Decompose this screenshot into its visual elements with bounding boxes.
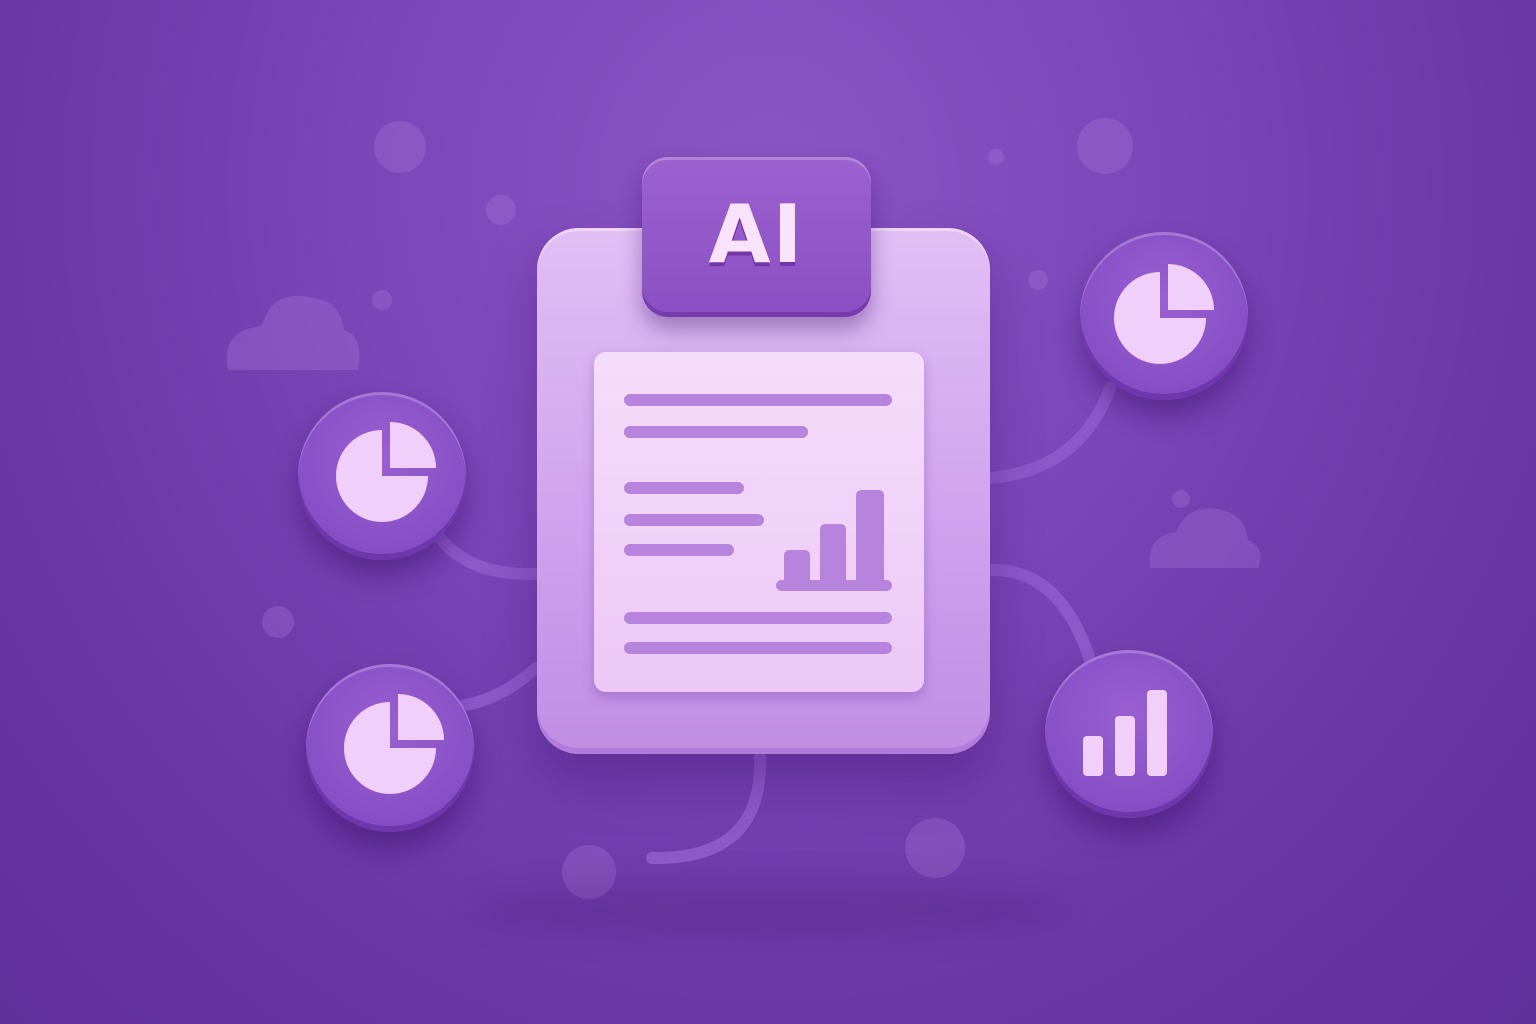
background-bubble bbox=[1077, 118, 1133, 174]
bar-chart-icon bbox=[1083, 690, 1167, 776]
pie-chart-node bbox=[306, 664, 474, 832]
connector-line bbox=[434, 532, 542, 581]
pie-chart-node bbox=[298, 392, 466, 560]
background-bubble bbox=[988, 149, 1004, 165]
background-bubble bbox=[372, 290, 392, 310]
text-line bbox=[624, 482, 744, 494]
background-bubble bbox=[262, 606, 294, 638]
bar-chart-node bbox=[1045, 650, 1213, 818]
connector-line bbox=[984, 563, 1096, 666]
background-bubble bbox=[486, 195, 516, 225]
background-bubble bbox=[562, 845, 616, 899]
pie-chart-icon bbox=[336, 422, 436, 522]
cloud-icon bbox=[226, 295, 360, 370]
document-sheet bbox=[594, 352, 924, 692]
background-bubble bbox=[1028, 270, 1048, 290]
text-line bbox=[624, 514, 764, 526]
connector-line bbox=[984, 382, 1116, 484]
mini-chart-bar bbox=[820, 524, 846, 586]
pie-chart-icon bbox=[344, 694, 444, 794]
text-line bbox=[624, 426, 808, 438]
connector-line bbox=[454, 662, 542, 712]
ai-badge-label: AI bbox=[708, 187, 805, 281]
text-line bbox=[624, 394, 892, 406]
mini-chart-bar bbox=[856, 490, 884, 586]
chart-baseline bbox=[776, 580, 892, 591]
pie-chart-icon bbox=[1114, 264, 1214, 364]
background-bubble bbox=[905, 818, 965, 878]
pie-chart-node bbox=[1080, 232, 1248, 400]
text-line bbox=[624, 544, 734, 556]
text-line bbox=[624, 612, 892, 624]
background-bubble bbox=[374, 121, 426, 173]
background-bubble bbox=[1172, 490, 1190, 508]
ai-badge: AI bbox=[642, 157, 871, 317]
cloud-icon bbox=[1149, 508, 1261, 568]
text-line bbox=[624, 642, 892, 654]
connector-line bbox=[646, 750, 767, 865]
ground-shadow bbox=[470, 880, 1070, 940]
